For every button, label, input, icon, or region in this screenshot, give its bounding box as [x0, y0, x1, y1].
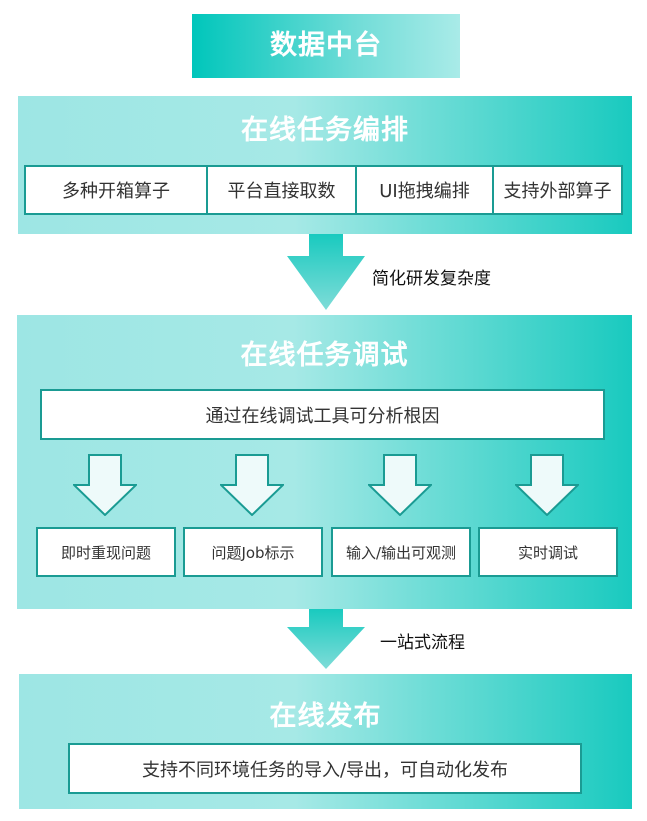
section2-summary: 通过在线调试工具可分析根因 — [40, 389, 605, 440]
header-banner: 数据中台 — [192, 14, 460, 78]
down-arrow-icon — [220, 454, 284, 516]
section2-item-4: 实时调试 — [478, 527, 618, 577]
section3-summary: 支持不同环境任务的导入/导出，可自动化发布 — [68, 743, 582, 794]
section2-title: 在线任务调试 — [240, 340, 409, 371]
section1-item-2: 平台直接取数 — [206, 165, 357, 215]
section2-item-3: 输入/输出可观测 — [331, 527, 471, 577]
header-title: 数据中台 — [270, 30, 382, 61]
down-arrow-icon — [287, 609, 365, 669]
section2-item-2: 问题Job标示 — [183, 527, 323, 577]
arrow1-label: 简化研发复杂度 — [372, 269, 491, 289]
down-arrow-icon — [287, 234, 365, 310]
arrow2-label: 一站式流程 — [380, 633, 465, 653]
section1-item-1: 多种开箱算子 — [24, 165, 208, 215]
section1-item-4: 支持外部算子 — [492, 165, 623, 215]
section2-item-1: 即时重现问题 — [36, 527, 176, 577]
section3-title: 在线发布 — [269, 701, 382, 732]
down-arrow-icon — [73, 454, 137, 516]
section1-title: 在线任务编排 — [241, 115, 409, 146]
section1-item-3: UI拖拽编排 — [355, 165, 494, 215]
down-arrow-icon — [368, 454, 432, 516]
down-arrow-icon — [515, 454, 579, 516]
